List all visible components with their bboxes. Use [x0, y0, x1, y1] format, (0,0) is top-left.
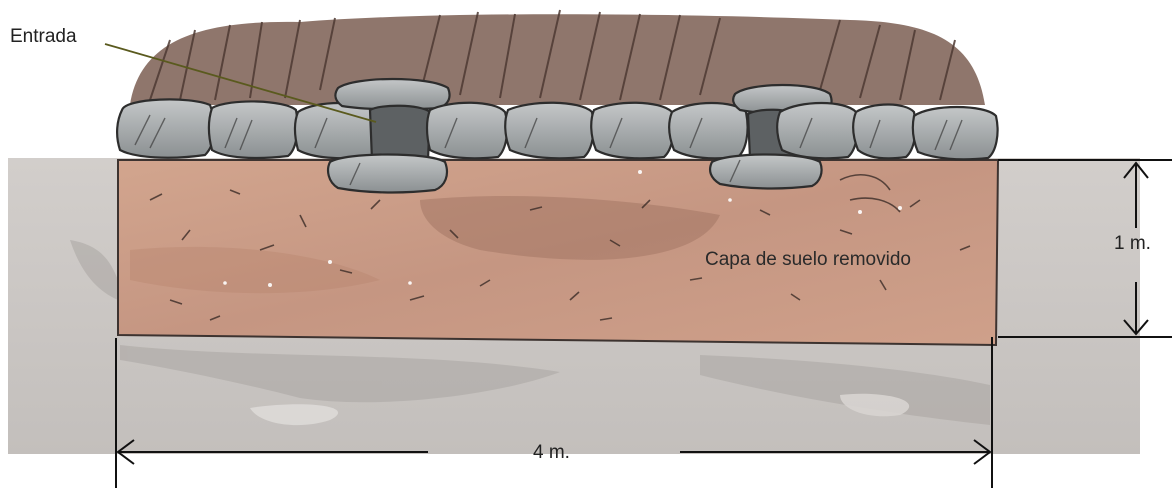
stone [853, 105, 915, 159]
grass-layer [130, 10, 985, 105]
height-label: 1 m. [1114, 233, 1151, 255]
stone [777, 103, 857, 158]
stone [669, 103, 747, 158]
entrada-label: Entrada [10, 26, 77, 48]
stone [117, 99, 214, 157]
width-label: 4 m. [533, 442, 570, 464]
stone [591, 103, 673, 159]
stone [427, 103, 507, 159]
stone [328, 155, 447, 193]
stone [710, 155, 822, 189]
stone [209, 101, 298, 158]
stone [913, 107, 998, 159]
soil-layer-label: Capa de suelo removido [705, 249, 911, 271]
stone [505, 103, 593, 159]
entrance-lintel [370, 106, 430, 162]
